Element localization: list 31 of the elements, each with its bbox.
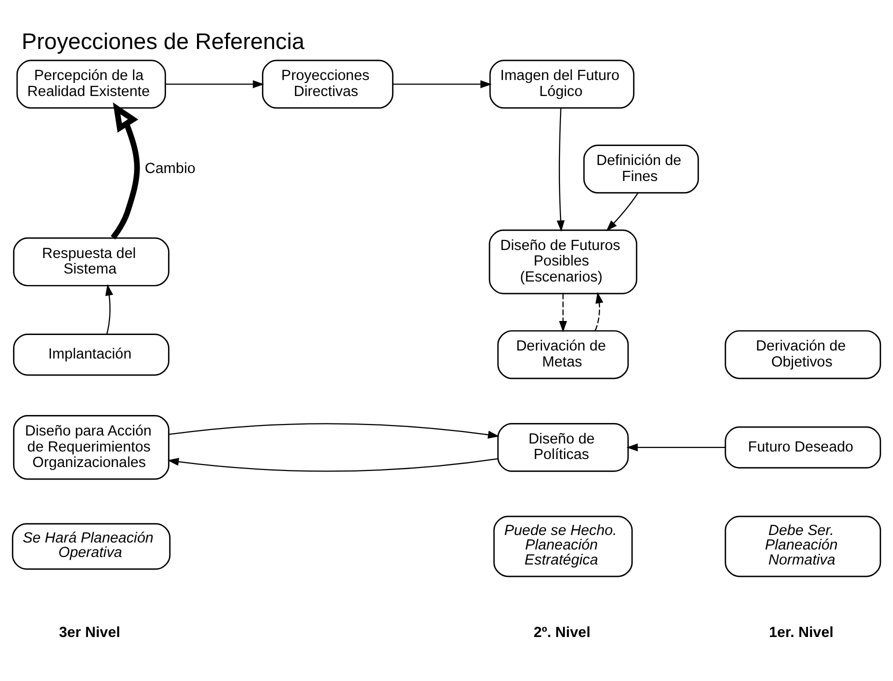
node-box: Puede se Hecho. Planeación Estratégica: [493, 516, 633, 578]
arrow: [169, 423, 500, 439]
node-box: Proyecciones Directivas: [262, 60, 394, 109]
node-box: Diseño para Acción de Requerimientos Organizacionales: [13, 415, 170, 480]
arrow: [110, 102, 140, 240]
node-box: Implantación: [13, 334, 170, 376]
node-box: Debe Ser. Planeación Normativa: [724, 516, 882, 578]
label: 2º. Nivel: [534, 624, 590, 641]
node-box: Percepción de la Realidad Existente: [16, 60, 166, 109]
label: 1er. Nivel: [768, 624, 834, 641]
arrow: [105, 284, 114, 334]
arrow: [167, 458, 498, 472]
node-box: Respuesta del Sistema: [13, 237, 170, 286]
node-box: Se Hará Planeación Operativa: [12, 523, 171, 570]
arrow: [393, 80, 492, 88]
arrow: [594, 292, 604, 331]
label: 3er Nivel: [58, 624, 120, 641]
node-box: Diseño de Futuros Posibles (Escenarios): [488, 230, 638, 294]
node-box: Definición de Fines: [583, 144, 699, 194]
arrow: [166, 80, 264, 88]
node-box: Futuro Deseado: [724, 426, 882, 468]
node-box: Diseño de Políticas: [497, 422, 629, 472]
diagram-title: Proyecciones de Referencia: [22, 29, 304, 54]
node-box: Derivación de Metas: [497, 330, 629, 380]
arrow: [559, 294, 567, 332]
arrow: [606, 192, 638, 232]
edge-label: Cambio: [144, 160, 196, 177]
node-box: Derivación de Objetivos: [724, 330, 882, 380]
arrow: [556, 108, 565, 232]
arrow: [626, 443, 726, 452]
node-box: Imagen del Futuro Lógico: [489, 60, 634, 109]
